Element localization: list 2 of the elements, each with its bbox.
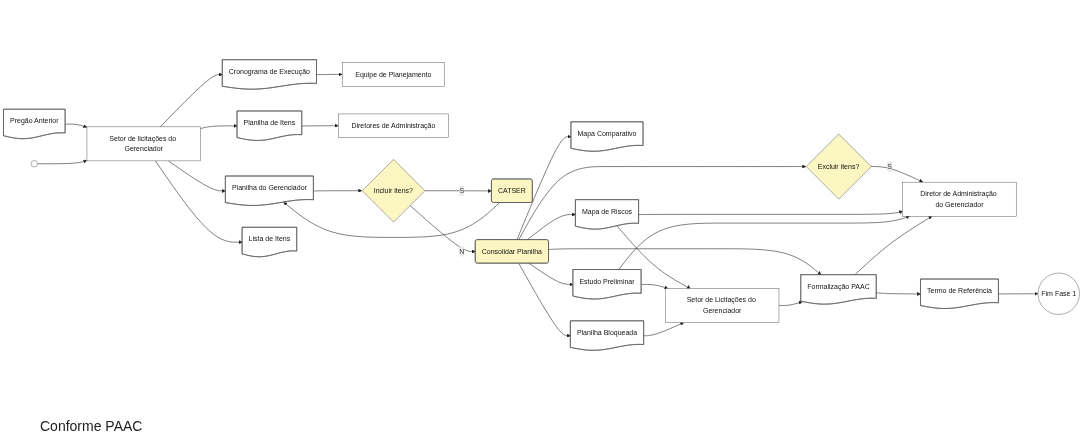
node-circle: [30, 160, 38, 168]
note-text: Conforme PAAC: [40, 418, 143, 434]
